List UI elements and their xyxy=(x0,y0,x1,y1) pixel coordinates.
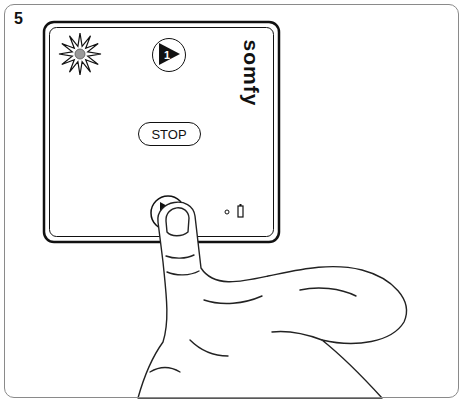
hand xyxy=(138,202,406,398)
step-number: 5 xyxy=(14,10,23,28)
burst-rays xyxy=(59,33,101,75)
battery-icon xyxy=(238,206,243,217)
stop-button: STOP xyxy=(138,122,201,146)
battery-tip xyxy=(240,204,242,206)
channel-number: 1 xyxy=(164,49,170,61)
remote-control: somfy 1STOP xyxy=(45,23,280,243)
step-panel: 5 somfy 1STOP xyxy=(4,4,459,398)
burst-center xyxy=(75,49,85,59)
button-label: STOP xyxy=(151,127,186,142)
flash-indicator xyxy=(59,33,101,75)
brand-logo: somfy xyxy=(239,40,263,107)
play-triangle xyxy=(159,43,180,65)
channel-button: 1 xyxy=(152,38,186,72)
led-dot xyxy=(225,210,229,214)
remote-inner-edge xyxy=(50,28,274,237)
